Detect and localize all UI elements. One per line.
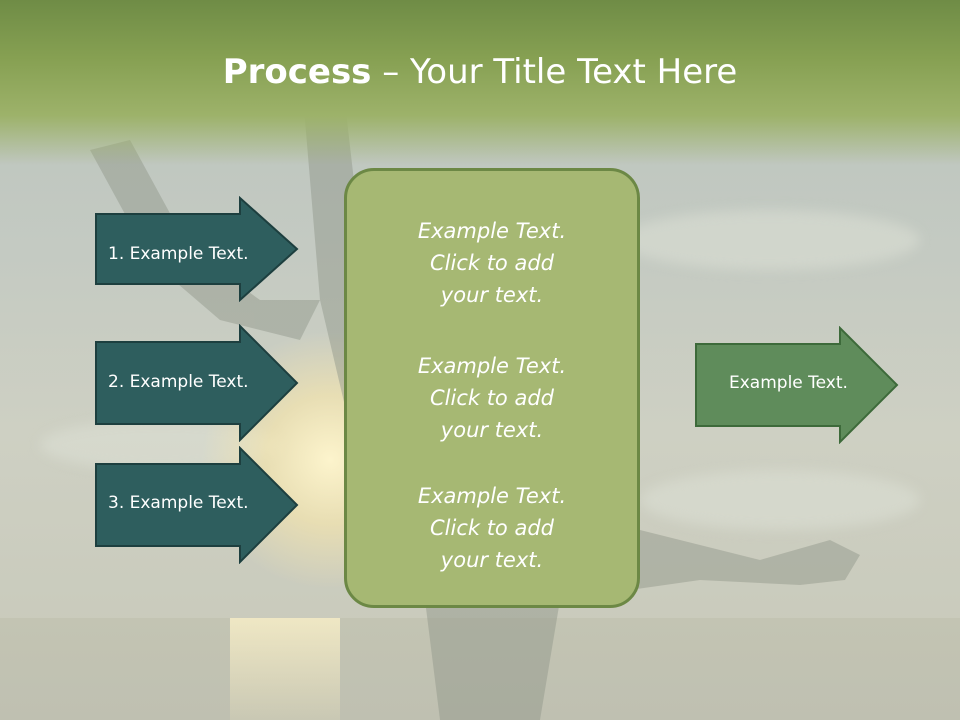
center-item-1: Example Text. Click to add your text. bbox=[347, 215, 637, 311]
title-bold: Process bbox=[222, 52, 372, 92]
left-arrow-3-label: 3. Example Text. bbox=[108, 493, 249, 513]
background-cloud bbox=[620, 210, 920, 270]
left-arrow-2-label: 2. Example Text. bbox=[108, 372, 249, 392]
background-sea bbox=[0, 618, 960, 720]
right-arrow bbox=[695, 326, 899, 444]
center-item-line: Click to add bbox=[429, 516, 554, 540]
right-arrow-label: Example Text. bbox=[729, 373, 848, 393]
center-item-line: Click to add bbox=[429, 251, 554, 275]
center-item-line: Example Text. bbox=[417, 484, 567, 508]
title-rest: – Your Title Text Here bbox=[371, 52, 738, 92]
center-item-line: your text. bbox=[440, 548, 544, 572]
center-item-line: Example Text. bbox=[417, 354, 567, 378]
center-box: Example Text. Click to add your text. Ex… bbox=[344, 168, 640, 608]
center-item-2: Example Text. Click to add your text. bbox=[347, 350, 637, 446]
background-cloud bbox=[640, 470, 920, 530]
slide-title: Process – Your Title Text Here bbox=[0, 52, 960, 92]
center-item-line: Click to add bbox=[429, 386, 554, 410]
title-band bbox=[0, 0, 960, 165]
left-arrow-3 bbox=[95, 446, 299, 564]
center-item-line: your text. bbox=[440, 418, 544, 442]
center-item-3: Example Text. Click to add your text. bbox=[347, 480, 637, 576]
center-item-line: your text. bbox=[440, 283, 544, 307]
background-sun-reflection bbox=[230, 618, 340, 720]
left-arrow-1-label: 1. Example Text. bbox=[108, 244, 249, 264]
left-arrow-1 bbox=[95, 196, 299, 302]
center-item-line: Example Text. bbox=[417, 219, 567, 243]
left-arrow-2 bbox=[95, 324, 299, 442]
